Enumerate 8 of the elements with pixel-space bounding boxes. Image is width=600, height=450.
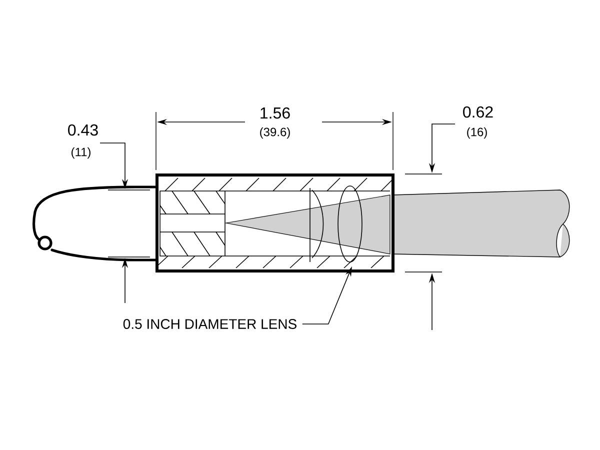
dimension-label: 1.56 [260, 107, 290, 119]
dimension-label: 0.62 [463, 106, 493, 118]
callout-text: 0.5 INCH DIAMETER LENS [123, 319, 296, 329]
dimension-label: (11) [72, 147, 90, 159]
lens [338, 186, 362, 262]
dimension-label: (39.6) [260, 127, 290, 139]
dimension-label: 0.43 [68, 124, 98, 136]
dimension-label: (16) [467, 127, 487, 139]
